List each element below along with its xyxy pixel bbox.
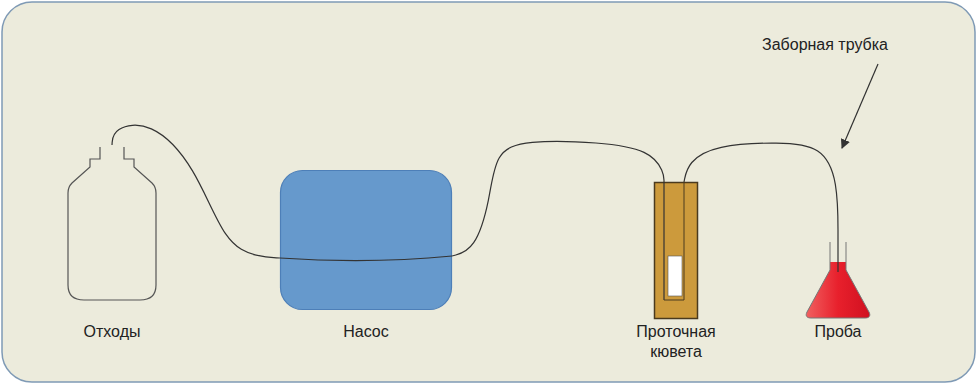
- pump-box-outline: [280, 170, 452, 310]
- pump-box: Насос: [280, 170, 452, 310]
- waste-bottle: Отходы: [66, 145, 158, 302]
- part-label: Проба: [815, 322, 862, 342]
- waste-bottle-outline: [66, 145, 158, 302]
- part-label: Проточная кювета: [621, 322, 731, 362]
- sample-flask-outline: [803, 240, 873, 320]
- callout-label: Заборная трубка: [762, 36, 888, 54]
- flow-cell-outline: [654, 182, 698, 319]
- part-label: Насос: [343, 322, 389, 342]
- flow-cell: Проточная кювета: [654, 182, 698, 319]
- tube: [112, 125, 280, 258]
- leader-arrow: [842, 64, 878, 148]
- tube: [452, 141, 664, 256]
- sample-flask: Проба: [803, 240, 873, 320]
- tube: [684, 143, 838, 240]
- part-label: Отходы: [84, 322, 141, 342]
